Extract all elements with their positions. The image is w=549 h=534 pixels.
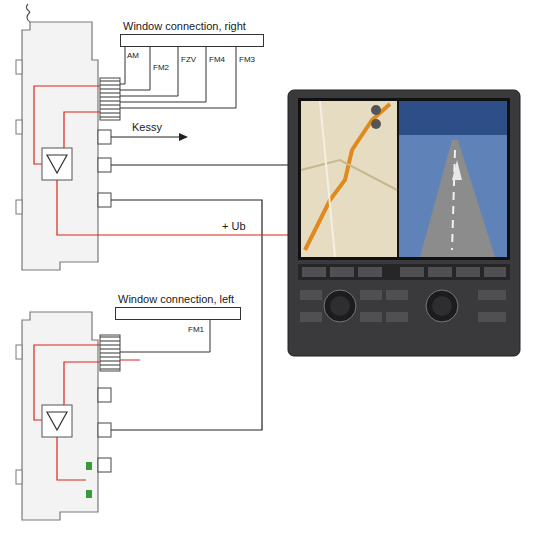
amplifier-housing-left	[86, 462, 92, 470]
head-unit-photo	[330, 296, 350, 316]
amplifier-housing-left	[86, 490, 92, 498]
head-unit-photo	[360, 312, 382, 322]
antenna-wire	[120, 360, 140, 361]
amplifier-housing-right	[16, 60, 22, 74]
harness-wire	[111, 164, 290, 165]
amplifier-housing-left	[98, 458, 111, 472]
head-unit-photo	[428, 267, 452, 277]
amplifier-housing-left	[47, 412, 67, 430]
amplifier-housing-left	[34, 345, 100, 420]
head-unit-photo	[399, 101, 507, 135]
antenna-wire	[120, 47, 125, 84]
kessy-arrow	[111, 133, 188, 141]
head-unit-photo	[420, 140, 495, 257]
head-unit-photo	[478, 290, 506, 300]
kessy-arrow	[111, 136, 180, 137]
signal-label: + Ub	[222, 221, 246, 232]
head-unit-photo	[300, 290, 322, 300]
kessy-arrow	[179, 133, 188, 141]
head-unit-photo	[324, 290, 356, 322]
amplifier-housing-left	[57, 437, 86, 480]
head-unit-photo	[300, 312, 322, 322]
amplifier-housing-left	[98, 423, 111, 437]
amplifier-housing-right	[64, 112, 100, 148]
amplifier-housing-right	[98, 193, 111, 207]
head-unit-photo	[386, 290, 408, 300]
harness-wire	[98, 234, 290, 235]
head-unit-photo	[288, 90, 520, 356]
head-unit-photo	[360, 290, 382, 300]
antenna-pin-label: FM4	[209, 56, 225, 64]
amplifier-housing-right	[98, 130, 111, 144]
head-unit-photo	[400, 267, 424, 277]
amplifier-housing-right	[100, 78, 120, 120]
window-connection-box: Window connection, left	[115, 307, 241, 320]
head-unit-photo	[484, 267, 506, 277]
amplifier-housing-left	[42, 405, 72, 437]
connection-title: Window connection, left	[118, 293, 234, 305]
amplifier-housing-left	[16, 312, 120, 520]
antenna-wire	[120, 47, 178, 96]
antenna-wire	[120, 47, 206, 102]
head-unit-photo	[298, 264, 510, 280]
head-unit-photo	[330, 267, 354, 277]
head-unit-photo	[426, 290, 458, 322]
harness-wire	[98, 165, 290, 430]
antenna-pin-label: FZV	[181, 56, 196, 64]
head-unit-photo	[300, 267, 506, 322]
connection-title: Window connection, right	[123, 20, 246, 32]
head-unit-photo	[478, 312, 506, 322]
head-unit-photo	[301, 160, 397, 190]
head-unit-photo	[371, 105, 381, 115]
amplifier-housing-right	[26, 4, 30, 12]
antenna-wire	[120, 47, 236, 108]
antenna-pin-label: AM	[127, 52, 139, 60]
amplifier-housing-right	[57, 180, 98, 235]
amplifier-housing-right	[98, 158, 111, 172]
amplifier-housing-right	[47, 155, 67, 173]
head-unit-photo	[386, 312, 408, 322]
antenna-wire	[120, 319, 210, 360]
amplifier-housing-right	[16, 4, 120, 270]
head-unit-photo	[371, 119, 381, 129]
amplifier-housing-left	[16, 470, 22, 484]
head-unit-photo	[399, 101, 507, 257]
head-unit-photo	[432, 296, 452, 316]
amplifier-housing-right	[27, 12, 30, 22]
amplifier-housing-left	[100, 335, 120, 371]
amplifier-housing-left	[64, 362, 100, 405]
amplifier-housing-right	[16, 120, 22, 134]
head-unit-photo	[301, 101, 397, 257]
amplifier-housing-right	[16, 200, 22, 214]
antenna-pin-label: FM3	[239, 56, 255, 64]
head-unit-photo	[298, 98, 510, 260]
head-unit-photo	[452, 150, 455, 250]
head-unit-photo	[305, 104, 390, 250]
window-connection-box: Window connection, right	[120, 34, 264, 47]
amplifier-housing-left	[98, 388, 111, 402]
amplifier-housing-right	[34, 86, 100, 164]
amplifier-housing-right	[42, 148, 72, 180]
antenna-pin-label: FM2	[153, 64, 169, 72]
antenna-wire	[120, 319, 210, 352]
head-unit-photo	[320, 101, 335, 257]
head-unit-photo	[288, 90, 520, 356]
amplifier-housing-left	[16, 345, 22, 359]
antenna-wire	[120, 47, 150, 90]
antenna-wire	[120, 47, 236, 108]
head-unit-photo	[456, 267, 480, 277]
head-unit-photo	[452, 160, 462, 180]
head-unit-photo	[302, 267, 326, 277]
signal-label: Kessy	[132, 122, 162, 133]
head-unit-photo	[358, 267, 382, 277]
antenna-pin-label: FM1	[188, 326, 204, 334]
